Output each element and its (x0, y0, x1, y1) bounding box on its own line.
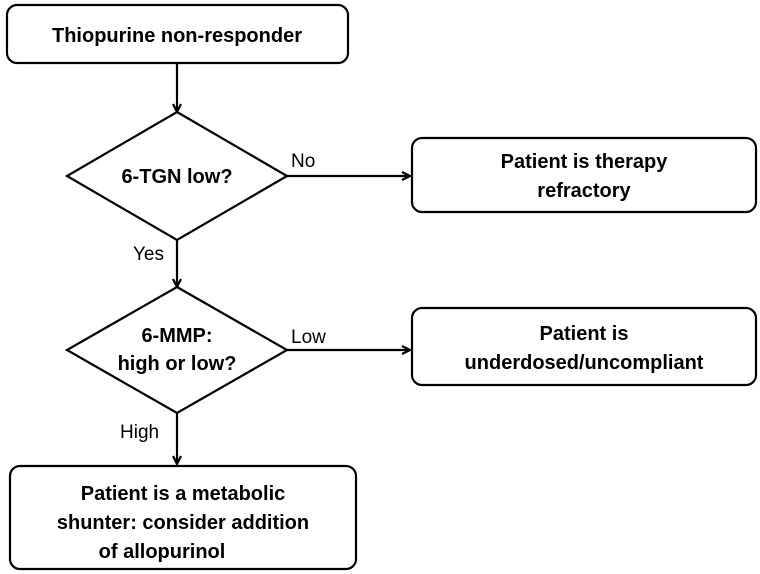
connectors (177, 63, 410, 464)
node-box (8, 464, 358, 571)
decision-label-line: 6-MMP: (141, 325, 212, 347)
edge-label-high: High (120, 422, 159, 443)
node-box (410, 136, 758, 214)
decision-6-mmp-high-or-low: 6-MMP: high or low? (64, 285, 290, 415)
node-label-line: underdosed/uncompliant (465, 352, 704, 374)
decision-diamond (64, 110, 290, 242)
node-label-line: of allopurinol (99, 541, 226, 563)
node-box (410, 306, 758, 387)
node-metabolic-shunter: Patient is a metabolic shunter: consider… (8, 464, 358, 571)
decision-label-line: high or low? (118, 353, 237, 375)
node-label-line: Patient is (540, 323, 629, 345)
node-thiopurine-non-responder: Thiopurine non-responder (5, 3, 350, 65)
decision-diamond (64, 285, 290, 415)
edge-label-low: Low (291, 327, 326, 348)
node-box (5, 3, 350, 65)
node-label-line: Thiopurine non-responder (52, 25, 302, 47)
node-underdosed-uncompliant: Patient is underdosed/uncompliant (410, 306, 758, 387)
node-label-line: Patient is a metabolic (81, 483, 286, 505)
decision-label-line: 6-TGN low? (121, 166, 232, 188)
edge-label-yes: Yes (133, 244, 164, 265)
node-label-line: Patient is therapy (501, 151, 669, 173)
node-label-line: shunter: consider addition (57, 512, 309, 534)
decision-6-tgn-low: 6-TGN low? (64, 110, 290, 242)
node-label-line: refractory (537, 180, 631, 202)
node-therapy-refractory: Patient is therapy refractory (410, 136, 758, 214)
edge-label-no: No (291, 151, 315, 172)
